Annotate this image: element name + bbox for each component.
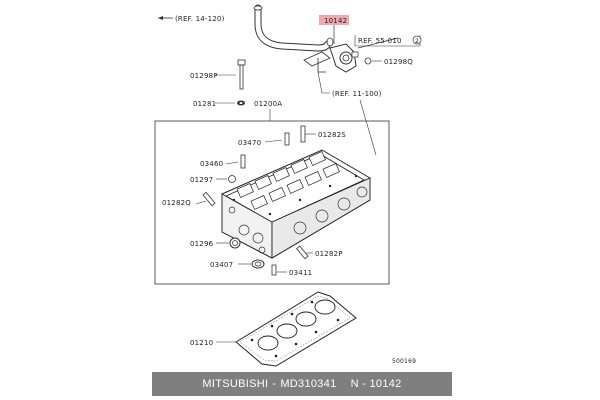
long-bolt-01298p: 01298P bbox=[190, 59, 246, 90]
plug-01297: 01297 bbox=[190, 175, 236, 184]
cylinder-head bbox=[221, 149, 371, 259]
part-03460: 03460 bbox=[200, 160, 223, 168]
ref-bracket-callout: (REF. 11-100) bbox=[317, 71, 382, 156]
footer-code: N - 10142 bbox=[350, 378, 402, 390]
part-01282q: 01282Q bbox=[162, 199, 191, 207]
part-03411: 03411 bbox=[289, 269, 312, 277]
seal-03407: 03407 bbox=[210, 259, 265, 269]
part-03407: 03407 bbox=[210, 261, 233, 269]
thermostat-housing bbox=[329, 43, 359, 73]
part-01281: 01281 bbox=[193, 100, 216, 108]
ref-hose-callout: (REF. 14-120) bbox=[158, 15, 225, 23]
part-01282s: 01282S bbox=[318, 131, 346, 139]
figure-code: 500169 bbox=[392, 358, 416, 365]
highlight-part-label: 10142 bbox=[324, 17, 347, 25]
ref-hose-label: (REF. 14-120) bbox=[175, 15, 225, 23]
part-01282p: 01282P bbox=[315, 250, 343, 258]
water-hose bbox=[253, 4, 334, 52]
head-gasket-01210: 01210 bbox=[190, 291, 357, 367]
part-01298p: 01298P bbox=[190, 72, 218, 80]
cylinder-head-group-frame bbox=[154, 120, 390, 285]
highlight-box bbox=[319, 15, 349, 25]
part-01297: 01297 bbox=[190, 176, 213, 184]
seal-01296: 01296 bbox=[190, 237, 241, 249]
footer-brand: MITSUBISHI bbox=[202, 378, 269, 390]
part-01298q-top: 01298Q bbox=[384, 58, 413, 66]
bracket-fitting bbox=[303, 51, 331, 73]
pin-03470: 03470 bbox=[238, 132, 290, 147]
footer-separator: - bbox=[272, 378, 277, 390]
ref-sensor-label: REF. 55-010 bbox=[358, 37, 402, 45]
part-01296: 01296 bbox=[190, 240, 214, 248]
highlight-part-callout: 10142 bbox=[319, 15, 349, 44]
sensor-bolt: 01298Q bbox=[364, 57, 413, 66]
pin-03411: 03411 bbox=[271, 264, 312, 277]
ref-sensor-number: 2 bbox=[415, 38, 419, 45]
ref-bracket-label: (REF. 11-100) bbox=[332, 90, 382, 98]
footer-part-number: MD310341 bbox=[280, 378, 337, 390]
part-01200a: 01200A bbox=[254, 100, 282, 108]
stud-01282s: 01282S bbox=[300, 125, 346, 143]
pin-03460: 03460 bbox=[200, 154, 246, 169]
stud-01282q: 01282Q bbox=[162, 191, 216, 207]
part-03470: 03470 bbox=[238, 139, 261, 147]
part-info-footer: MITSUBISHI - MD310341 N - 10142 bbox=[152, 372, 452, 396]
part-01210: 01210 bbox=[190, 339, 213, 347]
stud-01282p: 01282P bbox=[296, 245, 343, 260]
ref-sensor-callout: REF. 55-010 2 bbox=[354, 35, 422, 49]
washer-01281: 01281 01200A bbox=[193, 100, 282, 121]
